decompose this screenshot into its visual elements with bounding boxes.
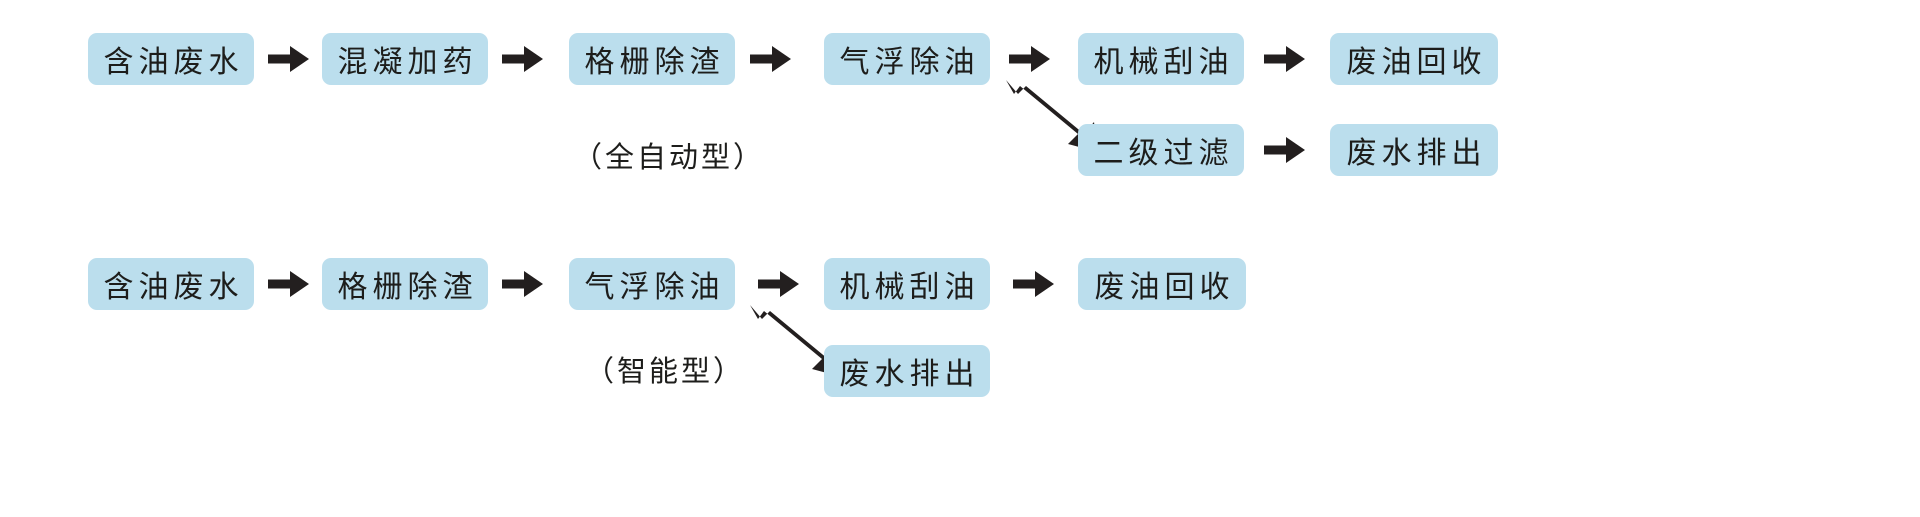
arrow-right-icon (267, 264, 311, 304)
node-r1-waste-oil-recovery[interactable]: 废油回收 (1330, 33, 1498, 85)
arrow-right-icon (757, 264, 801, 304)
caption-intelligent: （智能型） (585, 356, 746, 388)
node-r2-wastewater-discharge[interactable]: 废水排出 (824, 345, 990, 397)
node-r1-wastewater-discharge[interactable]: 废水排出 (1330, 124, 1498, 176)
node-r2-oily-wastewater[interactable]: 含油废水 (88, 258, 254, 310)
node-r1-mechanical-oil-scraping[interactable]: 机械刮油 (1078, 33, 1244, 85)
node-r2-grating-slag-removal[interactable]: 格栅除渣 (322, 258, 488, 310)
arrow-right-icon (267, 39, 311, 79)
node-r2-waste-oil-recovery[interactable]: 废油回收 (1078, 258, 1246, 310)
node-r1-air-flotation-deoiling[interactable]: 气浮除油 (824, 33, 990, 85)
node-r2-mechanical-oil-scraping[interactable]: 机械刮油 (824, 258, 990, 310)
node-r1-coagulation-dosing[interactable]: 混凝加药 (322, 33, 488, 85)
arrow-right-icon (501, 264, 545, 304)
arrow-right-icon (501, 39, 545, 79)
arrow-right-icon (1263, 130, 1307, 170)
arrow-right-icon (749, 39, 793, 79)
arrow-right-icon (1263, 39, 1307, 79)
arrow-right-icon (1012, 264, 1056, 304)
node-r1-grating-slag-removal[interactable]: 格栅除渣 (569, 33, 735, 85)
node-r1-oily-wastewater[interactable]: 含油废水 (88, 33, 254, 85)
caption-fully-automatic: （全自动型） (573, 142, 766, 174)
node-r2-air-flotation-deoiling[interactable]: 气浮除油 (569, 258, 735, 310)
arrow-right-icon (1008, 39, 1052, 79)
node-r1-secondary-filtration[interactable]: 二级过滤 (1078, 124, 1244, 176)
